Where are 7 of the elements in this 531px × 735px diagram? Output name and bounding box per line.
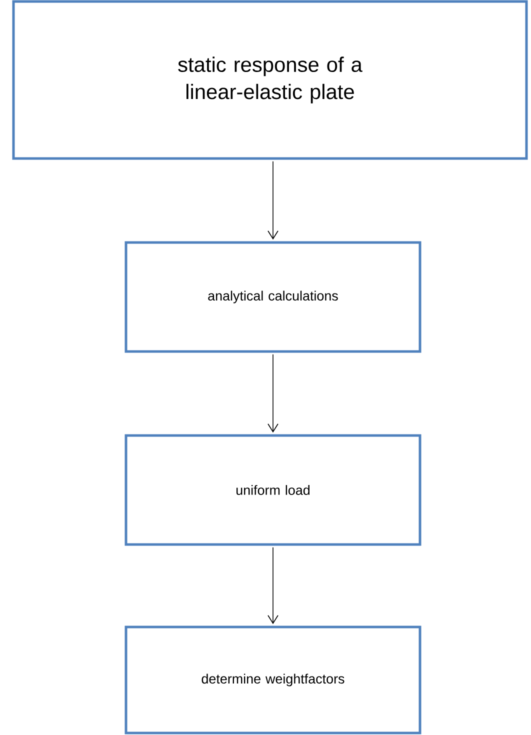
arrow bbox=[268, 546, 278, 624]
process-box: static response of a linear-elastic plate bbox=[12, 0, 528, 160]
process-box: analytical calculations bbox=[124, 241, 422, 353]
process-box: uniform load bbox=[124, 434, 422, 546]
arrow bbox=[268, 354, 278, 433]
process-box: determine weightfactors bbox=[124, 626, 422, 734]
arrow bbox=[268, 160, 278, 240]
